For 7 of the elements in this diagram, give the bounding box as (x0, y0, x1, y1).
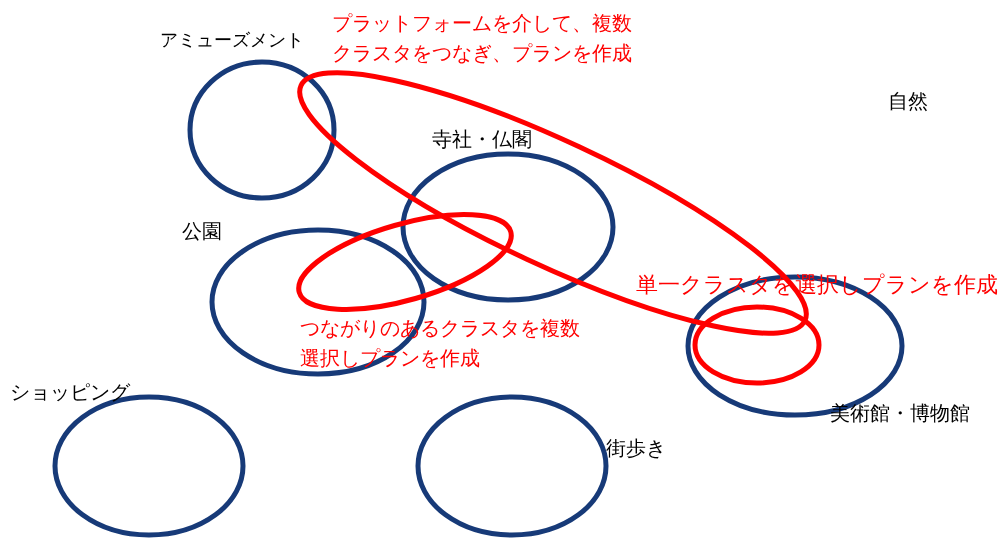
cluster-label: 公園 (182, 218, 222, 245)
plan-label: プラットフォームを介して、複数クラスタをつなぎ、プランを作成 (332, 10, 633, 67)
cluster-label: ショッピング (10, 379, 130, 406)
cluster-label: 街歩き (606, 435, 666, 462)
cluster-label: 自然 (888, 88, 928, 115)
cluster-label: アミューズメント (160, 28, 304, 52)
cluster-label: 寺社・仏閣 (432, 126, 532, 153)
